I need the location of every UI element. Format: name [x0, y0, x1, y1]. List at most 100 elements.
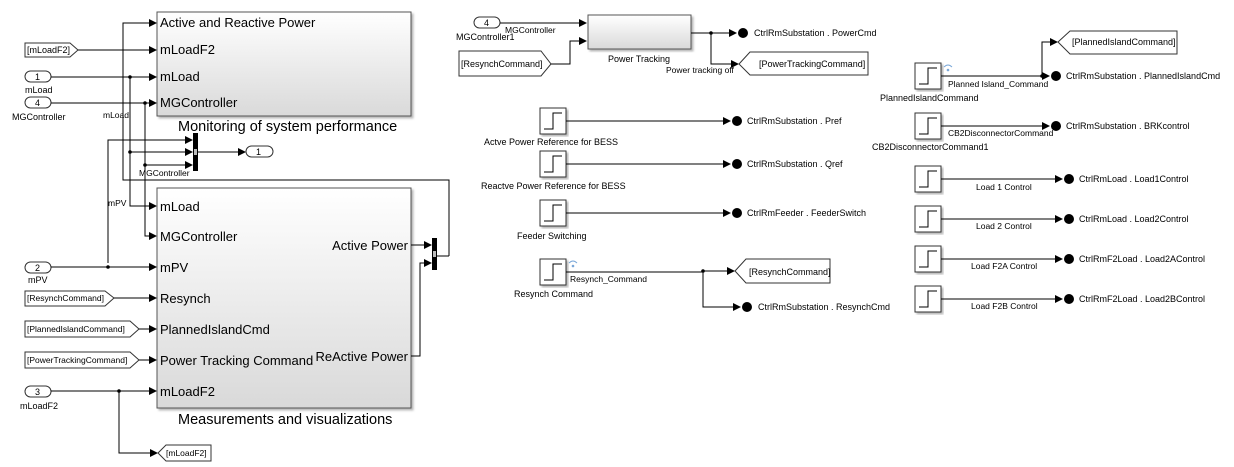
- from-block-resynch-pt[interactable]: [ResynchCommand]: [458, 50, 552, 77]
- step-signal-3: Resynch_Command: [570, 274, 647, 284]
- svg-text:4: 4: [484, 18, 489, 28]
- from-block-power-tracking[interactable]: [PowerTrackingCommand]: [24, 351, 140, 369]
- mux-block-2[interactable]: [432, 238, 437, 270]
- svg-text:Resynch: Resynch: [160, 291, 211, 306]
- svg-text:[ResynchCommand]: [ResynchCommand]: [749, 267, 831, 277]
- step-name-2: Feeder Switching: [517, 231, 587, 241]
- step-target-8: CtrlRmF2Load . Load2AControl: [1079, 254, 1205, 264]
- step-block-6[interactable]: [914, 165, 942, 193]
- step-target-3: CtrlRmSubstation . ResynchCmd: [758, 302, 890, 312]
- data-store-write-icon: [1064, 254, 1074, 264]
- signal-label-mgcontroller-pt: MGController: [505, 25, 556, 35]
- from-block-planned-island[interactable]: [PlannedIslandCommand]: [24, 320, 140, 338]
- inport-4-mgcontroller[interactable]: 4: [24, 96, 52, 109]
- data-store-write-icon: [1051, 71, 1061, 81]
- step-block-9[interactable]: [914, 285, 942, 313]
- svg-text:[mLoadF2]: [mLoadF2]: [27, 45, 70, 55]
- step-icon: [544, 112, 562, 130]
- data-store-write-icon: [1064, 294, 1074, 304]
- svg-text:[PlannedIslandCommand]: [PlannedIslandCommand]: [27, 324, 125, 334]
- goto-block-resynch[interactable]: [ResynchCommand]: [734, 258, 831, 284]
- step-signal-8: Load F2A Control: [971, 261, 1037, 271]
- from-block-mloadf2[interactable]: [mLoadF2]: [24, 42, 79, 58]
- step-name-3: Resynch Command: [514, 289, 593, 299]
- step-name-1: Reactve Power Reference for BESS: [481, 181, 626, 191]
- step-icon: [919, 170, 937, 188]
- svg-text:[PlannedIslandCommand]: [PlannedIslandCommand]: [1072, 37, 1176, 47]
- monitoring-subsystem[interactable]: Active and Reactive Power mLoadF2 mLoad …: [156, 11, 412, 117]
- data-store-write-icon: [1064, 174, 1074, 184]
- step-target-2: CtrlRmFeeder . FeederSwitch: [747, 208, 866, 218]
- power-tracking-title: Power Tracking: [608, 54, 670, 64]
- measurements-subsystem-title: Measurements and visualizations: [178, 412, 392, 428]
- step-icon: [919, 67, 937, 85]
- signal-label-mgcontroller: MGController: [139, 168, 190, 178]
- step-icon: [544, 204, 562, 222]
- step-name-0: Actve Power Reference for BESS: [484, 137, 618, 147]
- step-block-4[interactable]: [914, 62, 942, 90]
- svg-text:1: 1: [256, 147, 261, 157]
- svg-text:[ResynchCommand]: [ResynchCommand]: [461, 59, 543, 69]
- step-target-9: CtrlRmF2Load . Load2BControl: [1079, 294, 1205, 304]
- inport-4-label: MGController: [12, 112, 66, 122]
- inport-3-mloadf2[interactable]: 3: [24, 385, 52, 398]
- step-signal-9: Load F2B Control: [971, 301, 1038, 311]
- step-block-7[interactable]: [914, 205, 942, 233]
- data-store-write-icon: [1051, 121, 1061, 131]
- data-store-write-icon: [732, 208, 742, 218]
- svg-text:1: 1: [35, 72, 40, 82]
- step-block-8[interactable]: [914, 245, 942, 273]
- step-icon: [919, 290, 937, 308]
- power-tracking-subsystem[interactable]: [587, 14, 692, 50]
- step-target-0: CtrlRmSubstation . Pref: [747, 116, 842, 126]
- step-block-3[interactable]: [539, 258, 567, 286]
- output-reactive-power: ReActive Power: [316, 349, 409, 364]
- svg-text:[PowerTrackingCommand]: [PowerTrackingCommand]: [27, 355, 127, 365]
- inport-2-label: mPV: [28, 275, 48, 285]
- from-block-resynch[interactable]: [ResynchCommand]: [24, 290, 115, 307]
- outport-1[interactable]: 1: [245, 145, 274, 158]
- svg-text:[ResynchCommand]: [ResynchCommand]: [27, 293, 104, 303]
- step-signal-6: Load 1 Control: [976, 182, 1032, 192]
- step-block-0[interactable]: [539, 107, 567, 135]
- step-signal-4: Planned Island_Command: [948, 79, 1048, 89]
- data-store-write-icon: [742, 302, 752, 312]
- inport-2-mpv[interactable]: 2: [24, 261, 52, 274]
- measurements-subsystem[interactable]: mLoad MGController mPV Resynch PlannedIs…: [156, 187, 412, 409]
- svg-text:mLoad: mLoad: [160, 199, 200, 214]
- step-signal-7: Load 2 Control: [976, 221, 1032, 231]
- svg-text:2: 2: [35, 263, 40, 273]
- step-name-4: PlannedIslandCommand: [880, 93, 979, 103]
- step-target-6: CtrlRmLoad . Load1Control: [1079, 174, 1189, 184]
- goto-block-planned-island[interactable]: [PlannedIslandCommand]: [1057, 30, 1178, 55]
- step-block-1[interactable]: [539, 150, 567, 178]
- step-target-7: CtrlRmLoad . Load2Control: [1079, 214, 1189, 224]
- monitoring-input-mloadf2: mLoadF2: [160, 42, 215, 57]
- step-block-5[interactable]: [914, 112, 942, 140]
- step-icon: [919, 250, 937, 268]
- step-icon: [544, 155, 562, 173]
- inport-4-mgcontroller1[interactable]: 4: [473, 16, 501, 29]
- mux-block-1[interactable]: [193, 133, 198, 171]
- signal-label-power-tracking-off: Power tracking off: [666, 65, 735, 75]
- step-block-2[interactable]: [539, 199, 567, 227]
- signal-label-mload: mLoad: [103, 110, 129, 120]
- data-store-write-icon: [732, 159, 742, 169]
- svg-text:[PowerTrackingCommand]: [PowerTrackingCommand]: [759, 59, 865, 69]
- goto-block-power-tracking[interactable]: [PowerTrackingCommand]: [738, 51, 869, 76]
- svg-text:4: 4: [35, 98, 40, 108]
- step-icon: [919, 117, 937, 135]
- step-target-5: CtrlRmSubstation . BRKcontrol: [1066, 121, 1190, 131]
- step-target-4: CtrlRmSubstation . PlannedIslandCmd: [1066, 71, 1220, 81]
- output-active-power: Active Power: [332, 238, 409, 253]
- data-store-write-icon: [732, 116, 742, 126]
- step-name-5: CB2DisconnectorCommand1: [872, 142, 989, 152]
- goto-block-mloadf2[interactable]: [mLoadF2]: [157, 444, 212, 462]
- monitoring-subsystem-title: Monitoring of system performance: [178, 119, 397, 135]
- inport-1-mload[interactable]: 1: [24, 70, 52, 83]
- inport-mgcontroller1-label: MGController1: [456, 32, 515, 42]
- step-icon: [544, 263, 562, 281]
- step-target-1: CtrlRmSubstation . Qref: [747, 159, 843, 169]
- monitoring-input-mload: mLoad: [160, 69, 200, 84]
